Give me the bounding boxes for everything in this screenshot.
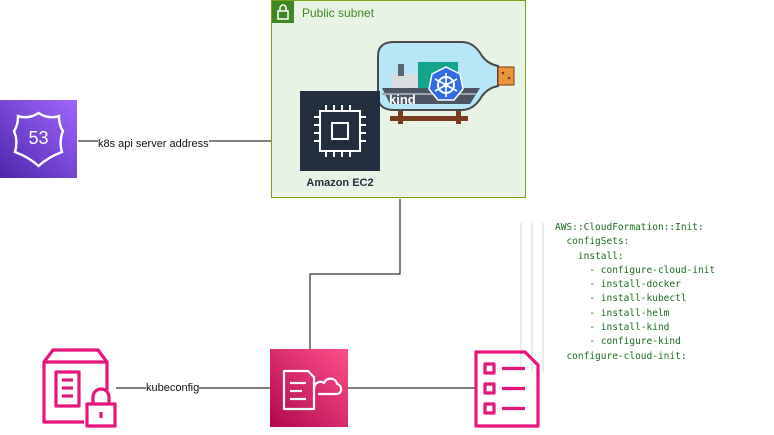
code-line: - configure-cloud-init [555,264,716,276]
code-line: - install-kubectl [555,293,687,305]
cfn-init-code-block: AWS::CloudFormation::Init: configSets: i… [555,221,715,364]
ec2-label: Amazon EC2 [306,177,374,189]
cloudformation-box[interactable] [270,349,348,427]
kubernetes-wheel-icon [428,66,464,102]
lock-icon [272,1,294,23]
route53-number: 53 [28,128,49,148]
kubeconfig-edge-label: kubeconfig [146,382,200,395]
code-line: - configure-kind [555,336,681,348]
code-line: AWS::CloudFormation::Init: [555,222,704,233]
chip-icon [314,105,366,157]
code-line: - install-kind [555,322,670,334]
ec2-to-cloudformation-connector [309,199,401,349]
code-line: configSets: [555,236,630,248]
route53-box[interactable]: 53 [0,100,77,178]
code-line: install: [555,250,624,262]
route53-shield-icon [12,111,65,168]
code-line: - install-helm [555,307,670,319]
code-line: configure-cloud-init: [555,350,687,362]
dns-edge-label: k8s api server address [98,138,209,151]
secure-document-icon[interactable] [38,346,118,430]
code-indent-guides [520,223,544,372]
cloudformation-icon [282,369,343,411]
kind-logo-text: kind [389,92,416,107]
code-line: - install-docker [555,279,681,291]
subnet-label: Public subnet [302,6,375,20]
checklist-icon[interactable] [473,349,541,429]
ec2-instance-box[interactable] [300,91,380,171]
